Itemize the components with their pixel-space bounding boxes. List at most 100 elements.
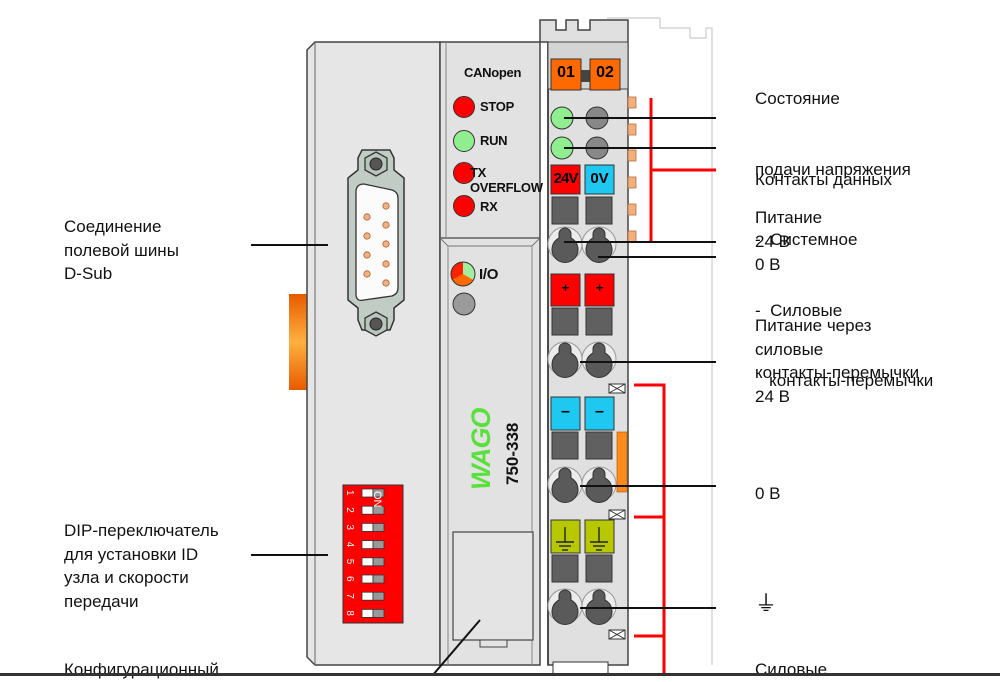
terminal-release-button[interactable] (551, 431, 579, 460)
status-leds (453, 96, 475, 217)
wire-clamp-hole[interactable] (551, 342, 579, 379)
leader-lines (251, 117, 716, 676)
label-24v (550, 164, 581, 195)
data-contacts (627, 96, 637, 243)
label-line: - Силовые (755, 300, 843, 320)
dip-switch-8[interactable]: 8 (344, 609, 385, 618)
terminal-release-button[interactable] (585, 554, 613, 583)
label-line: полевой шины (64, 240, 179, 260)
label-power-status: Состояние подачи напряжения - Системное … (755, 40, 933, 416)
led-stop (453, 96, 475, 118)
terminal-release-button[interactable] (585, 431, 613, 460)
led-io-off (452, 292, 476, 316)
io-led-label: I/O (479, 266, 499, 283)
led-rx (453, 195, 475, 217)
label-line: Питание через (755, 316, 872, 335)
svg-text:6: 6 (344, 576, 355, 582)
bracket-lines (634, 98, 716, 676)
label-line: Силовые (755, 660, 828, 679)
dsub-connector (347, 149, 405, 337)
label-line: узла и скорости (64, 568, 189, 587)
svg-text:750-338: 750-338 (503, 423, 522, 485)
minus-sign-2: – (595, 403, 604, 420)
svg-text:8: 8 (344, 610, 355, 616)
label-line: D-Sub (64, 264, 113, 283)
label-0v (584, 164, 615, 195)
label-config-port: Конфигурационный (64, 658, 219, 682)
label-line: Контакты данных (755, 170, 893, 189)
minus-sign-1: – (561, 403, 570, 420)
label-line: - Системное (755, 230, 858, 249)
label-line: Конфигурационный (64, 660, 219, 679)
label-line: для установки ID (64, 544, 199, 564)
terminal-block (539, 17, 713, 676)
dip-switch-6[interactable]: 6 (344, 574, 385, 584)
label-line: контакты-перемычки (755, 363, 920, 382)
dip-switch-2[interactable]: 2 (344, 505, 385, 515)
dip-switch-1[interactable]: 1 (344, 488, 385, 498)
label-supply: Питание 24 В 0 В (755, 206, 822, 277)
wire-clamp-hole[interactable] (551, 227, 579, 264)
label-0v: 0 В (755, 482, 781, 506)
led-tx-overflow (453, 162, 475, 184)
wire-clamp-hole[interactable] (585, 227, 613, 264)
terminal-release-button[interactable] (551, 307, 579, 336)
label-line: 0 В (755, 255, 781, 274)
label-line: 24 В (755, 386, 790, 406)
label-line: Питание (755, 208, 823, 227)
svg-text:5: 5 (344, 559, 355, 565)
label-0v-text: 0V (590, 170, 609, 187)
svg-text:1: 1 (344, 490, 355, 496)
wago-logo: WAGO (466, 408, 496, 490)
wire-clamp-hole[interactable] (585, 342, 613, 379)
marker-02-text: 02 (596, 64, 614, 81)
terminal-release-button[interactable] (551, 196, 579, 225)
marker-02 (589, 58, 621, 91)
wire-clamp-hole[interactable] (551, 467, 579, 504)
svg-text:2: 2 (344, 507, 355, 513)
led-label-tx-overflow: TX OVERFLOW (470, 165, 543, 195)
led-label-run: RUN (480, 133, 508, 148)
label-line: передачи (64, 591, 139, 611)
label-power-contacts: Силовые (755, 658, 827, 682)
plus-sign-2: + (595, 280, 604, 295)
terminal-release-button[interactable] (585, 307, 613, 336)
label-line: DIP-переключатель (64, 521, 219, 540)
protocol-label: CANopen (464, 65, 522, 80)
svg-text:WAGO: WAGO (466, 408, 496, 490)
led-label-stop: STOP (480, 99, 514, 114)
ground-icon: ⏚ (755, 592, 777, 616)
label-24v-text: 24V (553, 170, 579, 187)
dip-switch-5[interactable]: 5 (344, 557, 385, 567)
led-label-rx: RX (480, 199, 498, 214)
dip-on-label: ON (371, 491, 383, 508)
configuration-port[interactable] (452, 531, 534, 648)
dip-switch[interactable]: 1 2 3 4 5 6 7 8 (342, 484, 404, 624)
mounting-latch (289, 294, 307, 390)
label-line: ⏚ (755, 591, 778, 616)
label-line: Состояние (755, 89, 840, 108)
label-line: 24 В (755, 231, 790, 251)
marker-01-text: 01 (557, 64, 575, 81)
label-dip-switch: DIP-переключатель для установки ID узла … (64, 519, 219, 613)
svg-text:7: 7 (344, 593, 355, 599)
model-number: 750-338 (503, 423, 522, 485)
label-line: контакты-перемычки (755, 371, 934, 390)
bottom-border (0, 673, 1000, 676)
label-power-jumper: Питание через силовые контакты-перемычки… (755, 314, 919, 408)
label-line: силовые (755, 339, 824, 359)
label-data-contacts: Контакты данных (755, 168, 892, 192)
terminal-release-button[interactable] (551, 554, 579, 583)
label-dsub: Соединение полевой шины D-Sub (64, 215, 179, 286)
dip-switch-3[interactable]: 3 (344, 523, 385, 532)
dip-switch-7[interactable]: 7 (344, 591, 385, 601)
terminal-release-button[interactable] (585, 196, 613, 225)
label-line: Соединение (64, 217, 162, 236)
wire-clamp-hole[interactable] (551, 589, 579, 626)
svg-text:4: 4 (344, 542, 355, 548)
svg-text:3: 3 (344, 524, 355, 530)
label-line: подачи напряжения (755, 159, 911, 179)
led-run (453, 130, 475, 152)
dip-switch-4[interactable]: 4 (344, 540, 385, 549)
